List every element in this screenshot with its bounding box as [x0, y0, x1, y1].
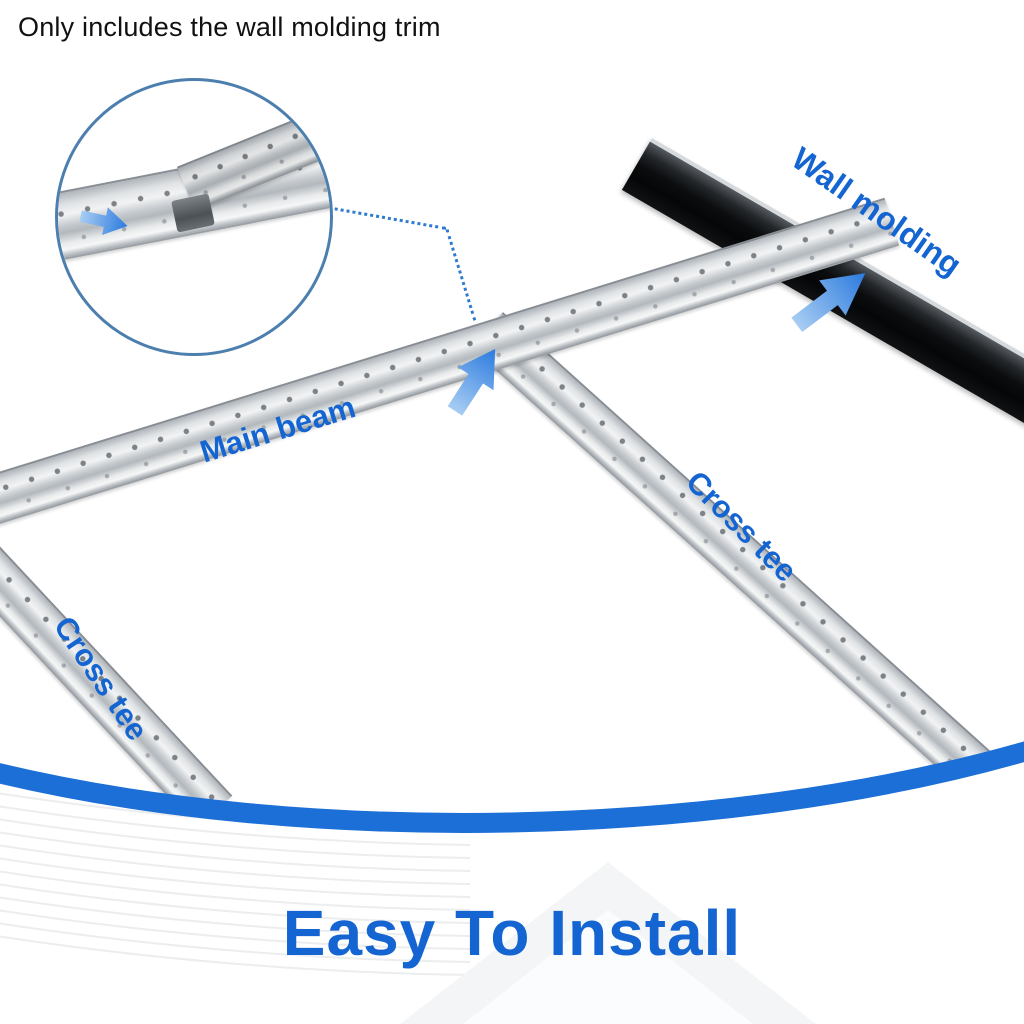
footer-title: Easy To Install [282, 897, 742, 969]
footer-light-area [0, 750, 1024, 1024]
leader-dotted-line [315, 204, 447, 230]
zoom-circle-inset [55, 78, 333, 356]
leader-dotted-line [445, 229, 477, 321]
note-text: Only includes the wall molding trim [18, 12, 441, 42]
cross-tee-right-bar [470, 312, 1024, 823]
